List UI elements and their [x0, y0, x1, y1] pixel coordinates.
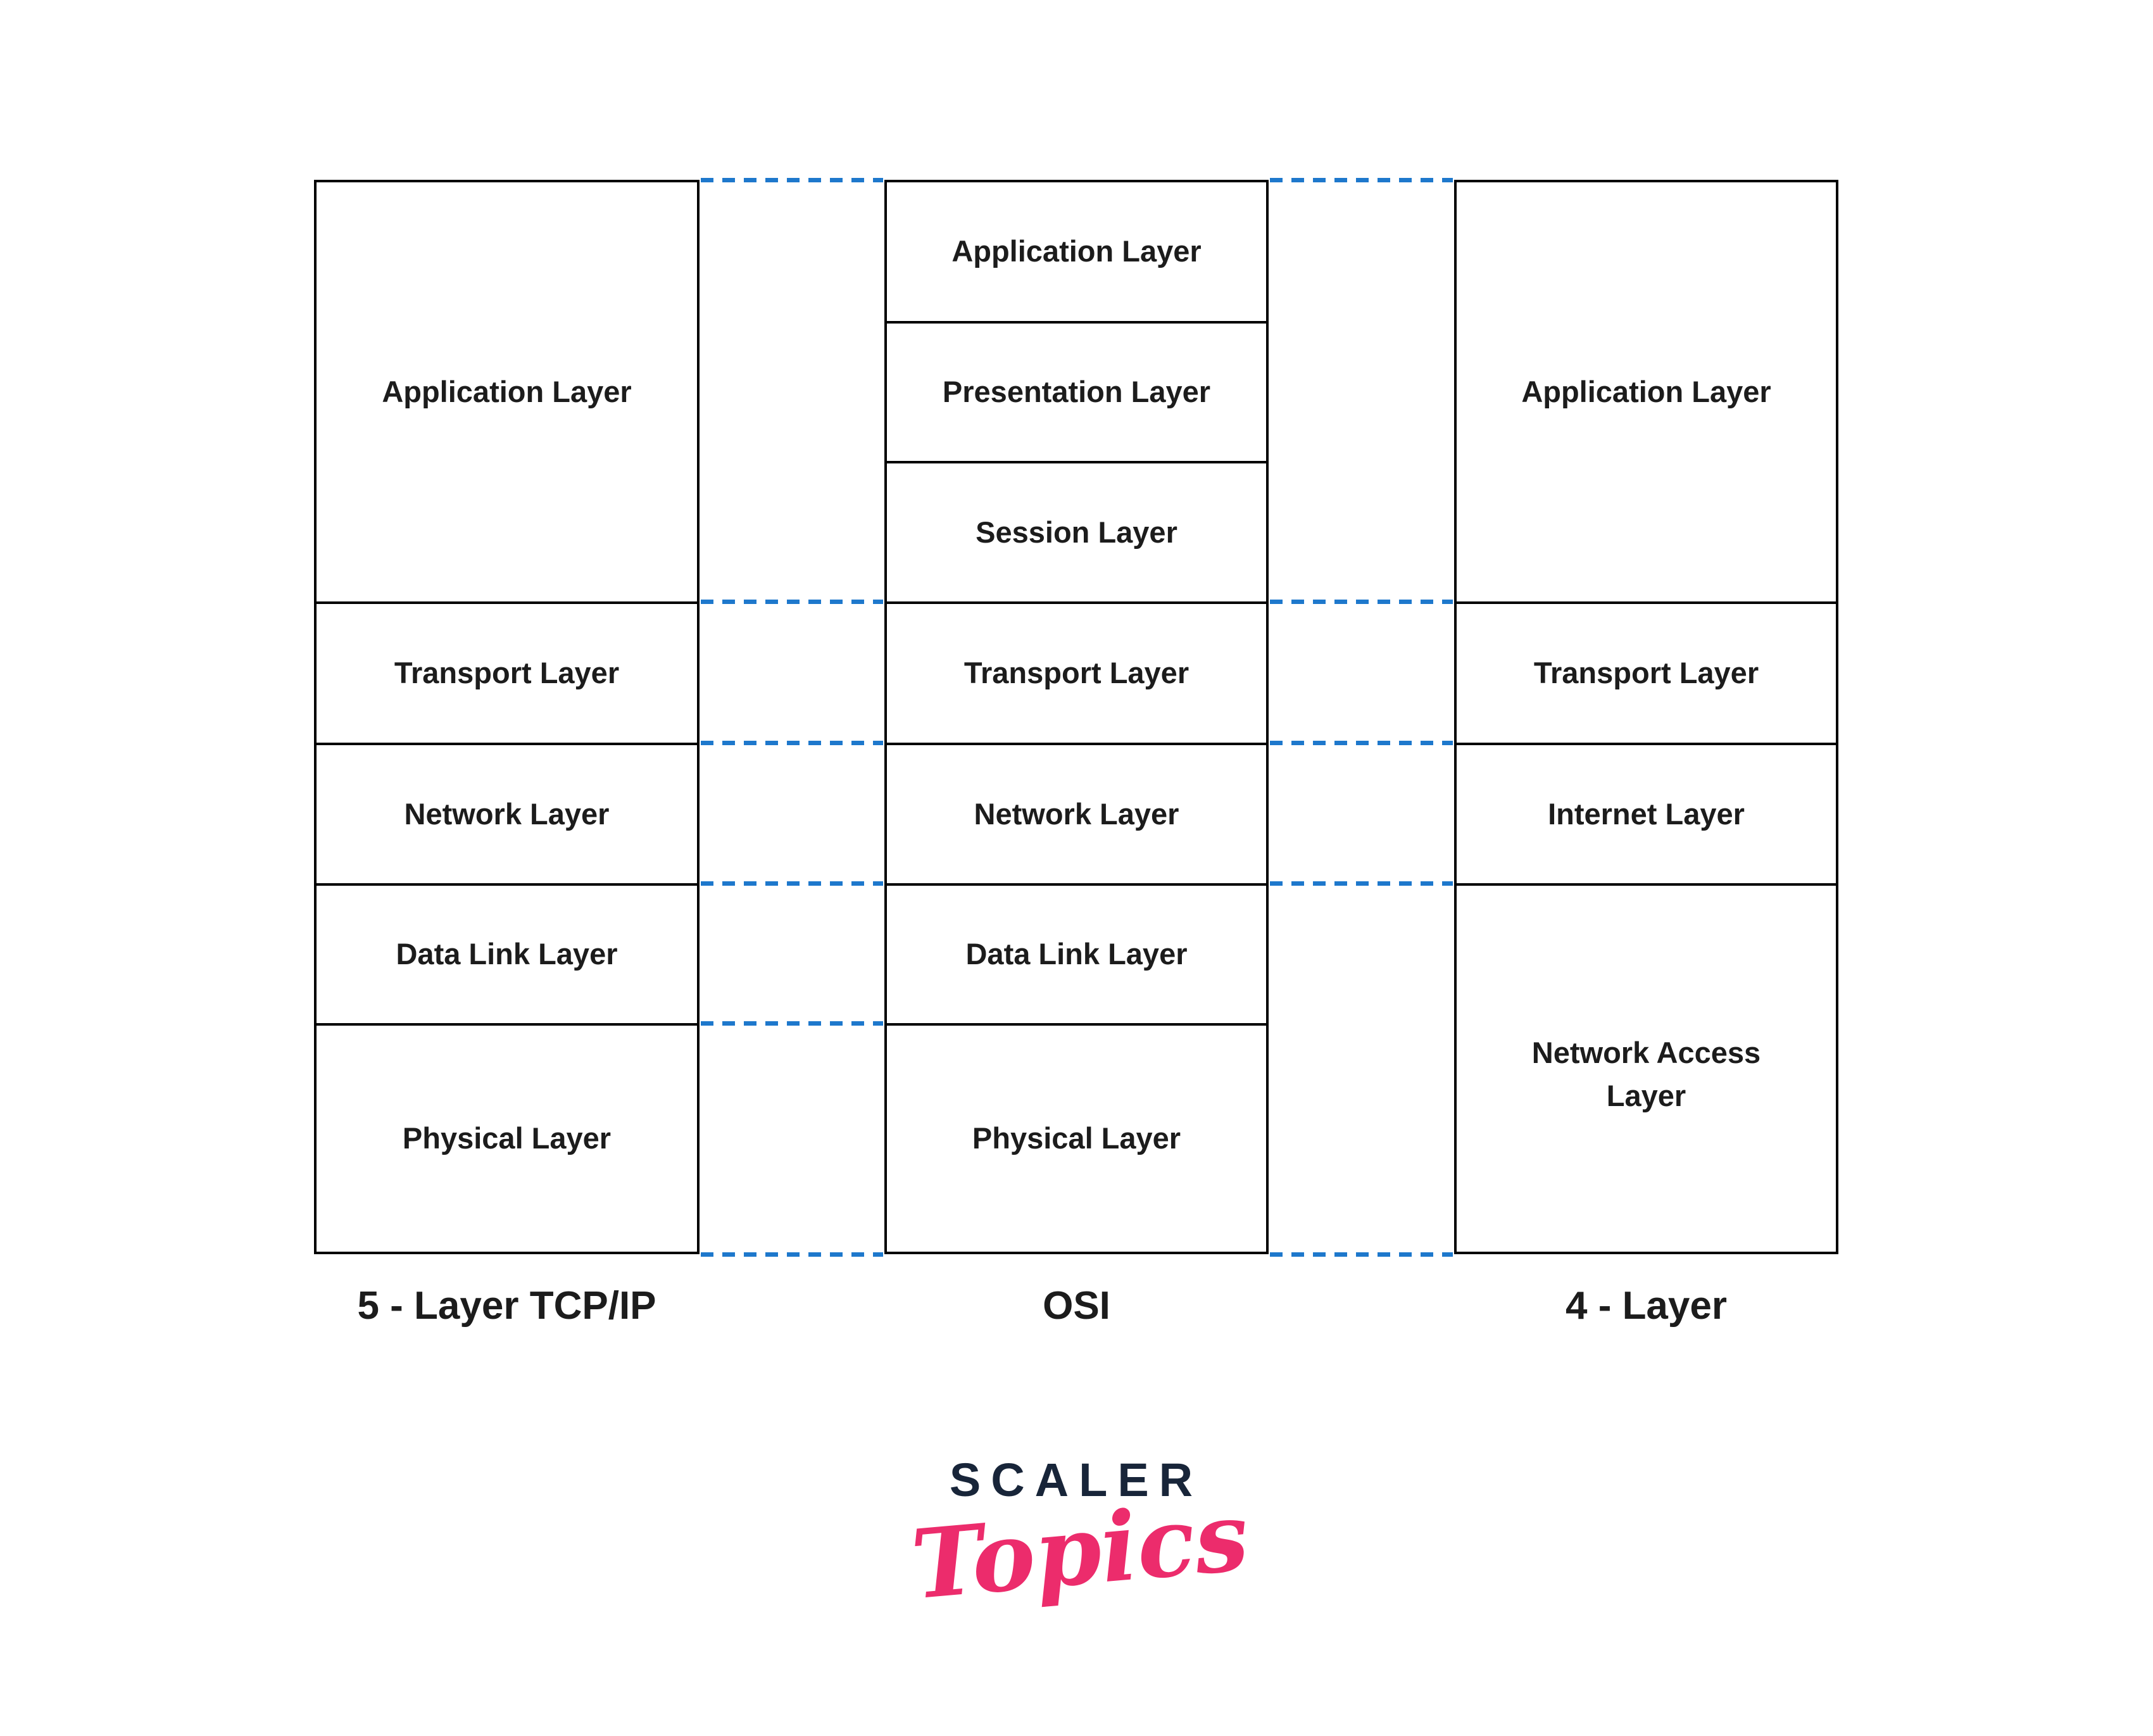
- caption-5-layer-tcpip: 5 - Layer TCP/IP: [357, 1284, 656, 1328]
- dashed-connector-gap1-datalink: [701, 881, 883, 886]
- osi-network-layer-box: Network Layer: [887, 743, 1266, 883]
- tcpip5-transport-layer-box: Transport Layer: [317, 601, 697, 743]
- osi-data-link-layer-box: Data Link Layer: [887, 883, 1266, 1023]
- tcpip5-stack: Application Layer Transport Layer Networ…: [314, 180, 700, 1254]
- tcpip4-internet-layer-box: Internet Layer: [1457, 743, 1836, 883]
- dashed-connector-gap1-transport: [701, 600, 883, 604]
- tcpip5-application-layer-box: Application Layer: [382, 374, 632, 408]
- tcpip4-application-layer-box: Application Layer: [1521, 374, 1771, 408]
- osi-application-layer-box: Application Layer: [951, 234, 1202, 268]
- scaler-wordmark: SCALER: [949, 1454, 1203, 1506]
- dashed-connector-gap1-network: [701, 741, 883, 745]
- scaler-topics-logo: SCALER Topics: [907, 1453, 1252, 1621]
- caption-osi: OSI: [1043, 1284, 1110, 1328]
- dashed-connector-gap2-transport: [1270, 600, 1453, 604]
- tcpip4-network-access-layer-box: Network Access Layer: [1457, 883, 1836, 1252]
- osi-session-layer-box: Session Layer: [887, 461, 1266, 601]
- osi-presentation-layer-box: Presentation Layer: [887, 321, 1266, 461]
- tcpip5-physical-layer-box: Physical Layer: [317, 1023, 697, 1252]
- dashed-connector-gap2-top: [1270, 178, 1453, 182]
- osi-transport-layer-box: Transport Layer: [887, 601, 1266, 743]
- tcpip5-data-link-layer-box: Data Link Layer: [317, 883, 697, 1023]
- osi-physical-layer-box: Physical Layer: [887, 1023, 1266, 1252]
- tcpip4-stack: Application Layer Transport Layer Intern…: [1454, 180, 1838, 1254]
- osi-stack: Application Layer Presentation Layer Ses…: [884, 180, 1269, 1254]
- dashed-connector-gap1-bottom: [701, 1252, 883, 1257]
- tcpip4-transport-layer-box: Transport Layer: [1457, 601, 1836, 743]
- dashed-connector-gap2-bottom: [1270, 1252, 1453, 1257]
- dashed-connector-gap2-networkaccess: [1270, 881, 1453, 886]
- dashed-connector-gap1-top: [701, 178, 883, 182]
- dashed-connector-gap1-physical: [701, 1021, 883, 1026]
- caption-4-layer: 4 - Layer: [1565, 1284, 1728, 1328]
- tcpip5-network-layer-box: Network Layer: [317, 743, 697, 883]
- dashed-connector-gap2-internet: [1270, 741, 1453, 745]
